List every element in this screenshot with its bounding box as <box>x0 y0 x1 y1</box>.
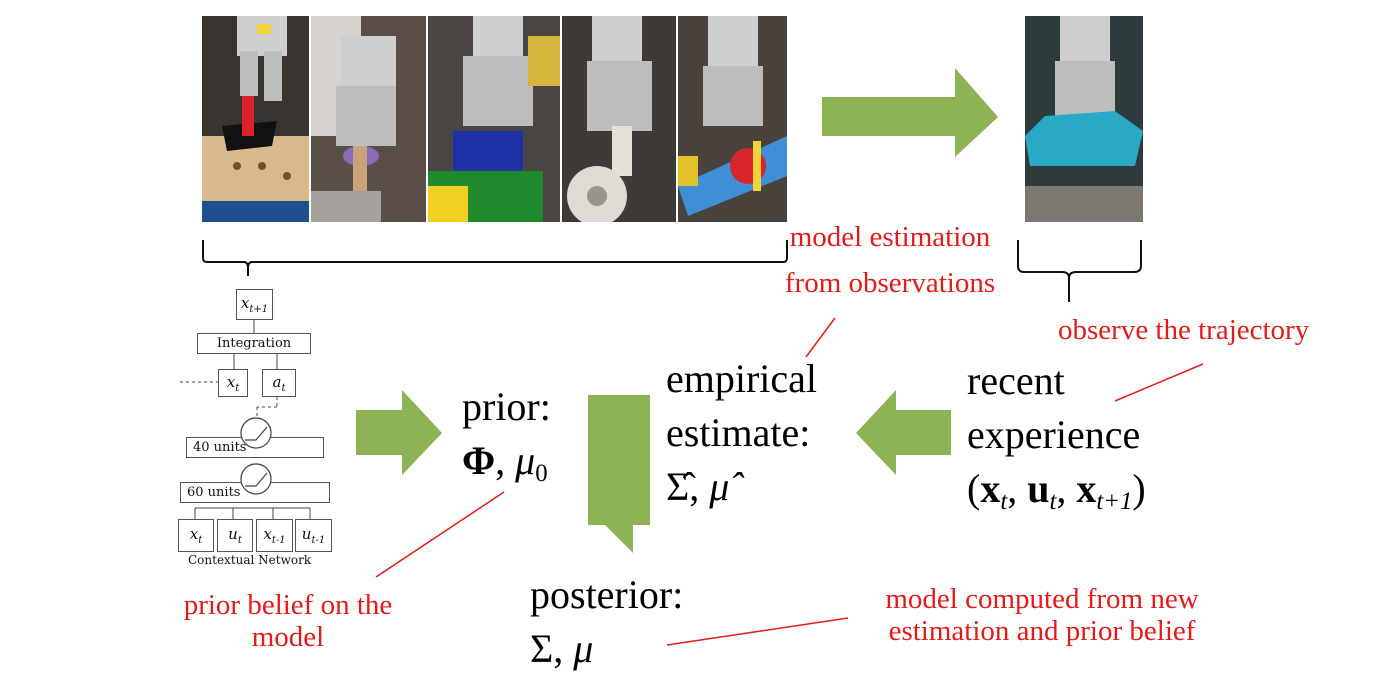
recent-experience-node: recent experience (xt, ut, xt+1) <box>967 358 1146 516</box>
net-output-box: xt+1 <box>236 289 273 320</box>
net-integration-box: Integration <box>197 333 311 354</box>
arrow-network-to-prior <box>356 390 442 475</box>
network-connectors <box>180 320 311 520</box>
net-input-x-box: xt <box>218 369 248 397</box>
line-model-estimation <box>805 317 836 358</box>
line-observe <box>1114 363 1204 402</box>
brace-left <box>202 240 788 276</box>
robot-photo-toy-car <box>1025 16 1143 222</box>
robot-photo-lego <box>428 16 560 222</box>
net-input-xt-box: xt <box>178 519 214 552</box>
net-layer-40-box: 40 units <box>186 437 324 458</box>
arrow-to-new-task <box>822 68 998 157</box>
empirical-estimate-node: empirical estimate: Σ̂, μ̂ <box>666 356 818 509</box>
net-input-ut1-box: ut-1 <box>295 519 332 552</box>
net-input-a-box: at <box>262 369 296 397</box>
annotation-prior-belief: prior belief on the model <box>183 589 393 653</box>
prior-node: prior: Φ, μ0 <box>462 384 551 488</box>
line-computed <box>666 617 849 646</box>
net-input-ut-box: ut <box>217 519 253 552</box>
annotation-observe: observe the trajectory <box>1058 314 1310 346</box>
line-prior-belief <box>375 491 505 578</box>
annotation-computed: model computed from new estimation and p… <box>885 583 1199 647</box>
annotation-model-estimation: model estimation from observations <box>784 221 996 299</box>
robot-photo-peg <box>202 16 309 222</box>
arrow-experience-to-estimate <box>856 390 951 475</box>
arrow-to-posterior <box>588 395 650 553</box>
posterior-node: posterior: Σ, μ <box>530 572 684 671</box>
net-input-xt1-box: xt-1 <box>256 519 293 552</box>
robot-photo-gear <box>562 16 676 222</box>
net-caption: Contextual Network <box>188 553 312 567</box>
brace-right <box>1017 240 1142 302</box>
robot-photo-toy-plane <box>678 16 787 222</box>
net-layer-60-box: 60 units <box>180 482 330 503</box>
robot-photo-hammer <box>311 16 426 222</box>
